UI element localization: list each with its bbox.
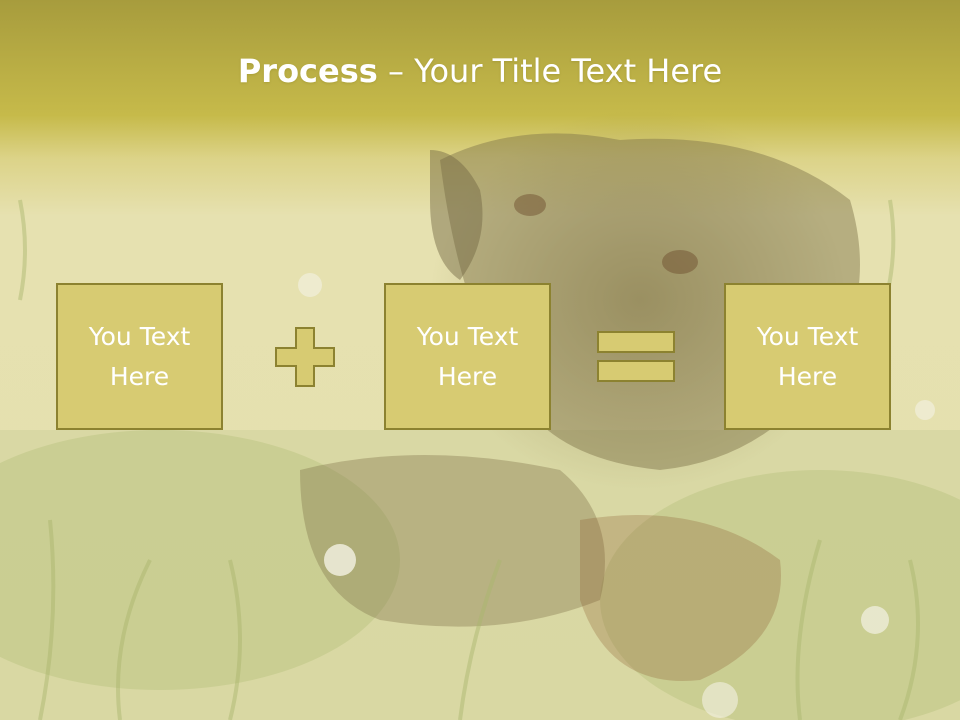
plus-icon [275, 327, 335, 387]
title-rest: – Your Title Text Here [377, 52, 723, 90]
process-box-3-text: You Text Here [756, 321, 859, 391]
process-box-2-text: You Text Here [416, 321, 519, 391]
process-box-1-text: You Text Here [88, 321, 191, 391]
process-box-3[interactable]: You Text Here [724, 283, 891, 430]
equals-icon [597, 331, 675, 382]
process-box-2[interactable]: You Text Here [384, 283, 551, 430]
process-box-1[interactable]: You Text Here [56, 283, 223, 430]
title-bold: Process [237, 52, 378, 90]
slide-title: Process – Your Title Text Here [0, 52, 960, 90]
